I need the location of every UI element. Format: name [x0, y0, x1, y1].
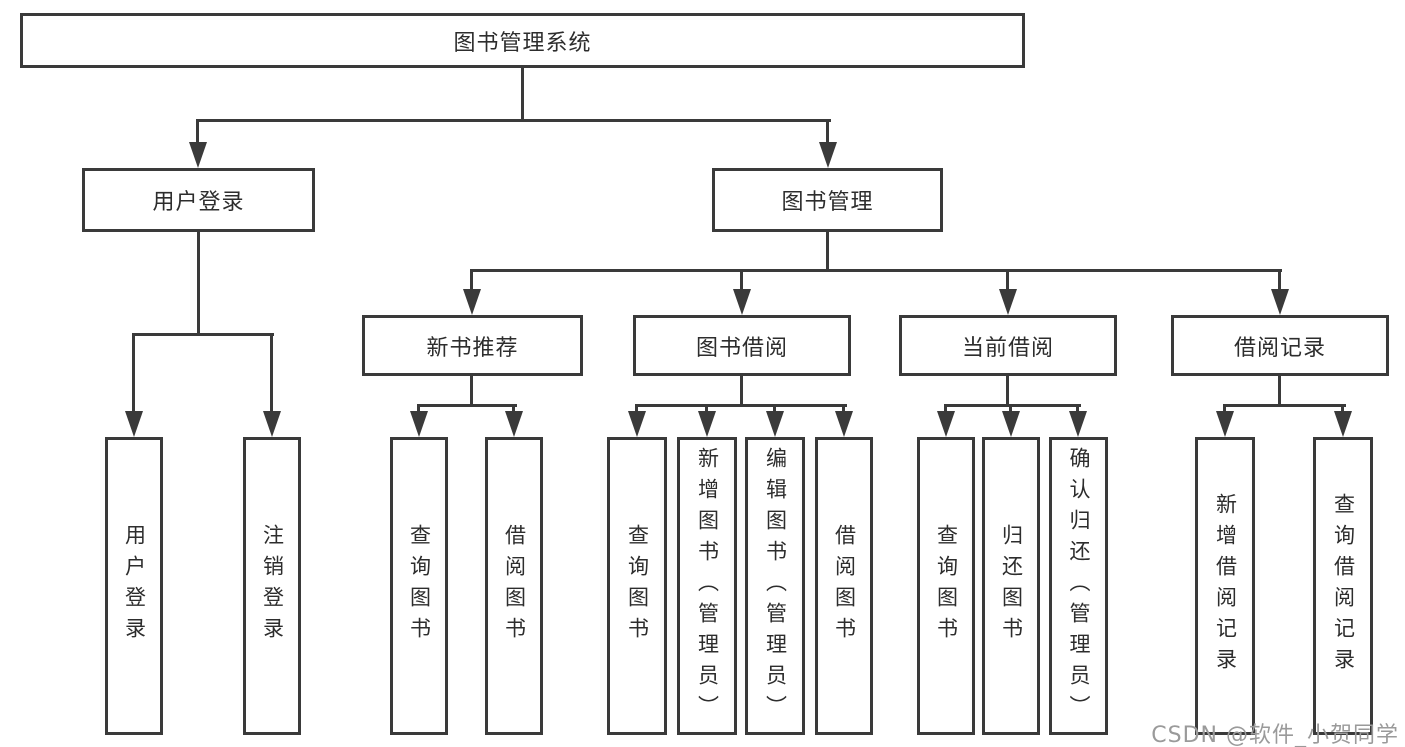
arrow-down-icon	[766, 411, 784, 437]
node-root: 图书管理系统	[20, 13, 1025, 68]
arrow-down-icon	[698, 411, 716, 437]
leaf-query-borrow-record-label: 查询借阅记录	[1331, 493, 1356, 679]
arrow-down-icon	[999, 289, 1017, 315]
leaf-user-login-label: 用户登录	[122, 524, 147, 648]
node-new-book-recommend: 新书推荐	[362, 315, 583, 376]
arrow-down-icon	[1069, 411, 1087, 437]
leaf-user-login: 用户登录	[105, 437, 163, 735]
leaf-borrow-query-book: 查询图书	[607, 437, 667, 735]
node-book-management-label: 图书管理	[781, 190, 874, 215]
leaf-add-book-admin: 新增图书（管理员）	[677, 437, 737, 735]
arrow-down-icon	[628, 411, 646, 437]
arrow-down-icon	[189, 142, 207, 168]
leaf-add-borrow-record-label: 新增借阅记录	[1213, 493, 1238, 679]
connector-segment	[470, 269, 473, 291]
connector-segment	[1076, 404, 1079, 416]
connector-segment	[196, 119, 199, 145]
connector-segment	[1006, 269, 1009, 291]
connector-segment	[705, 404, 708, 416]
connector-segment	[1009, 404, 1012, 416]
leaf-newbook-borrow-book-label: 借阅图书	[502, 524, 527, 648]
connector-segment	[132, 333, 135, 413]
connector-segment	[521, 68, 524, 120]
node-book-management: 图书管理	[712, 168, 943, 232]
leaf-newbook-query-book-label: 查询图书	[407, 524, 432, 648]
arrow-down-icon	[505, 411, 523, 437]
node-root-label: 图书管理系统	[453, 30, 592, 56]
connector-segment	[470, 269, 1282, 272]
node-new-book-recommend-label: 新书推荐	[426, 335, 519, 361]
connector-segment	[512, 404, 515, 416]
connector-segment	[417, 404, 420, 416]
connector-segment	[740, 269, 743, 291]
connector-segment	[635, 404, 638, 416]
connector-segment	[470, 376, 473, 407]
connector-segment	[1223, 404, 1346, 407]
csdn-watermark: CSDN @软件_小贺同学	[1151, 723, 1399, 747]
arrow-down-icon	[263, 411, 281, 437]
connector-segment	[842, 404, 845, 416]
leaf-return-book-label: 归还图书	[999, 524, 1024, 648]
leaf-borrow-query-book-label: 查询图书	[625, 524, 650, 648]
leaf-current-query-book: 查询图书	[917, 437, 975, 735]
arrow-down-icon	[1216, 411, 1234, 437]
arrow-down-icon	[1334, 411, 1352, 437]
leaf-add-borrow-record: 新增借阅记录	[1195, 437, 1255, 735]
connector-segment	[1341, 404, 1344, 416]
arrow-down-icon	[835, 411, 853, 437]
connector-segment	[635, 404, 847, 407]
leaf-confirm-return-admin: 确认归还（管理员）	[1049, 437, 1108, 735]
leaf-newbook-query-book: 查询图书	[390, 437, 448, 735]
node-user-login-label: 用户登录	[152, 190, 245, 215]
leaf-borrow-borrow-book: 借阅图书	[815, 437, 873, 735]
node-user-login: 用户登录	[82, 168, 315, 232]
arrow-down-icon	[819, 142, 837, 168]
node-borrow-record: 借阅记录	[1171, 315, 1389, 376]
connector-segment	[944, 404, 947, 416]
connector-segment	[944, 404, 1081, 407]
connector-segment	[1006, 376, 1009, 407]
connector-segment	[197, 232, 200, 335]
node-current-borrow-label: 当前借阅	[961, 335, 1054, 361]
leaf-current-query-book-label: 查询图书	[934, 524, 959, 648]
leaf-confirm-return-admin-label: 确认归还（管理员）	[1067, 446, 1091, 726]
arrow-down-icon	[410, 411, 428, 437]
connector-segment	[826, 232, 829, 271]
connector-segment	[196, 119, 831, 122]
arrow-down-icon	[463, 289, 481, 315]
leaf-return-book: 归还图书	[982, 437, 1040, 735]
leaf-logout-label: 注销登录	[260, 524, 285, 648]
leaf-edit-book-admin-label: 编辑图书（管理员）	[763, 446, 788, 726]
arrow-down-icon	[1002, 411, 1020, 437]
arrow-down-icon	[1271, 289, 1289, 315]
connector-segment	[773, 404, 776, 416]
arrow-down-icon	[937, 411, 955, 437]
connector-segment	[826, 119, 829, 145]
leaf-edit-book-admin: 编辑图书（管理员）	[745, 437, 805, 735]
connector-segment	[1223, 404, 1226, 416]
connector-segment	[1278, 269, 1281, 291]
arrow-down-icon	[125, 411, 143, 437]
node-book-borrow-label: 图书借阅	[695, 335, 788, 361]
connector-segment	[740, 376, 743, 407]
leaf-borrow-borrow-book-label: 借阅图书	[832, 524, 857, 648]
leaf-add-book-admin-label: 新增图书（管理员）	[695, 446, 720, 726]
node-book-borrow: 图书借阅	[633, 315, 851, 376]
leaf-newbook-borrow-book: 借阅图书	[485, 437, 543, 735]
leaf-query-borrow-record: 查询借阅记录	[1313, 437, 1373, 735]
node-borrow-record-label: 借阅记录	[1233, 335, 1326, 361]
connector-segment	[1278, 376, 1281, 407]
connector-segment	[270, 333, 273, 413]
leaf-logout: 注销登录	[243, 437, 301, 735]
connector-segment	[132, 333, 274, 336]
connector-segment	[417, 404, 517, 407]
arrow-down-icon	[733, 289, 751, 315]
node-current-borrow: 当前借阅	[899, 315, 1117, 376]
